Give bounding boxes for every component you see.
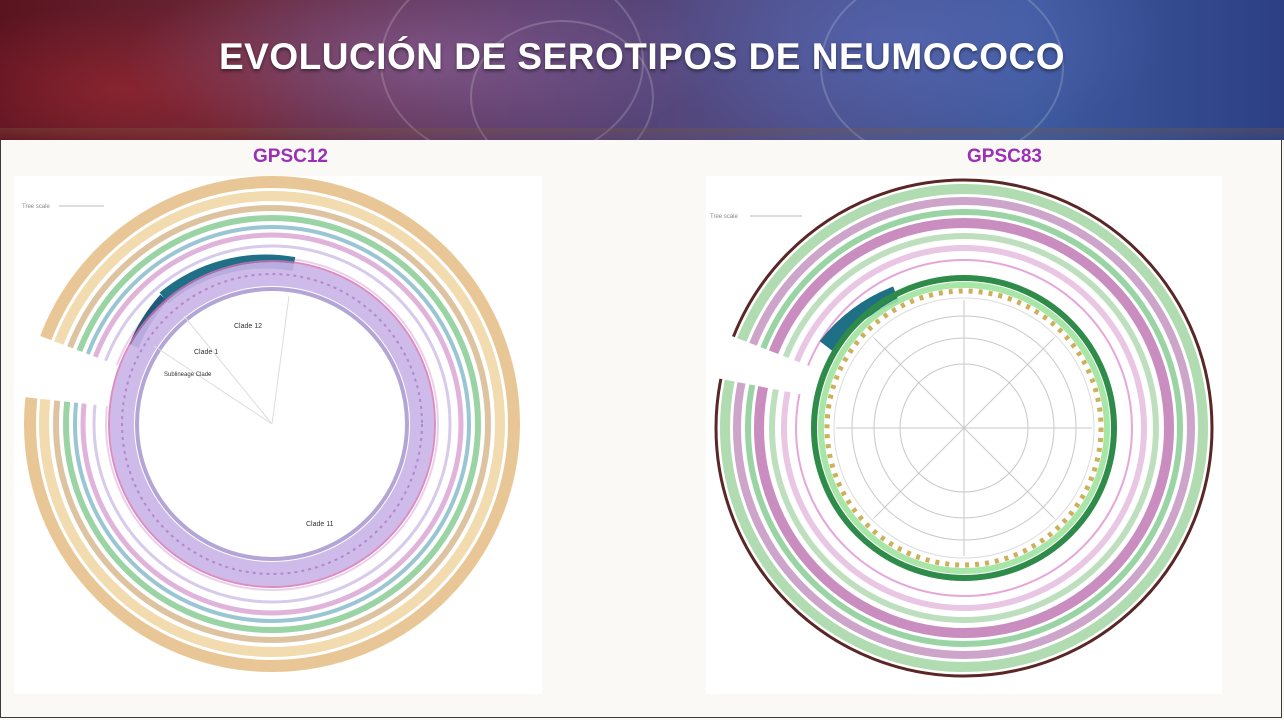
circular-phylogeny-tree-icon: Tree scale Clade 12 Clade 1 Sublineage C… bbox=[22, 176, 520, 672]
circular-tree-gpsc83: Tree scale bbox=[706, 176, 1222, 694]
panel-label-gpsc12: GPSC12 bbox=[253, 146, 328, 167]
title-banner bbox=[0, 0, 1284, 140]
panel-label-gpsc83: GPSC83 bbox=[967, 146, 1042, 167]
tree-scale-legend: Tree scale bbox=[710, 214, 738, 220]
tree-scale-legend: Tree scale bbox=[22, 204, 50, 210]
slide-title: EVOLUCIÓN DE SEROTIPOS DE NEUMOCOCO bbox=[219, 36, 1065, 77]
banner-swirl-decoration bbox=[820, 0, 1064, 140]
clade-label: Clade 1 bbox=[194, 349, 218, 356]
banner-bottom-edge bbox=[0, 128, 1284, 140]
circular-tree-gpsc12: Tree scale Clade 12 Clade 1 Sublineage C… bbox=[14, 176, 542, 694]
circular-phylogeny-tree-icon: Tree scale bbox=[710, 178, 1214, 678]
clade-label: Clade 11 bbox=[306, 521, 334, 528]
clade-label: Clade 12 bbox=[234, 323, 262, 330]
clade-label: Sublineage Clade bbox=[164, 372, 212, 378]
